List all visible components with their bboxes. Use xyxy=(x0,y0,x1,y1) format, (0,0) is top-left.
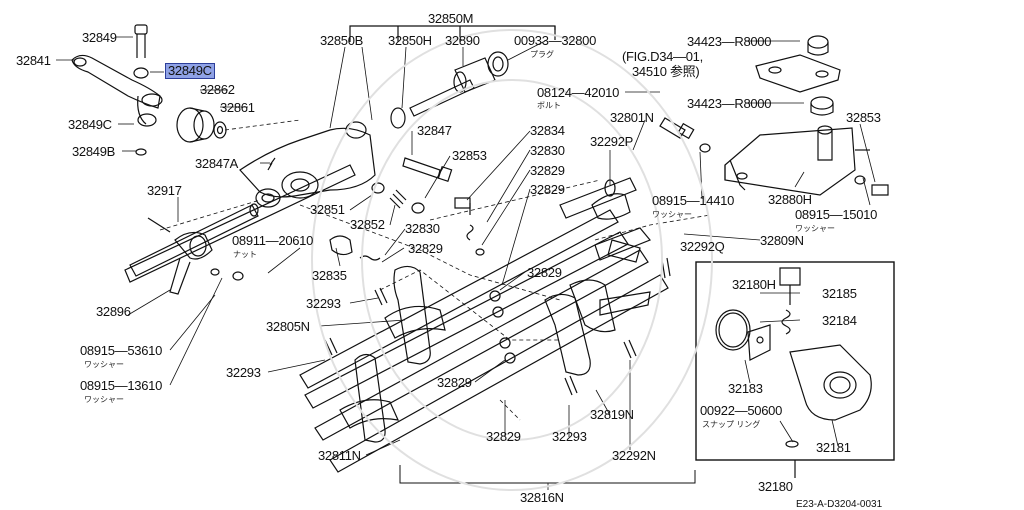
selector-shaft xyxy=(129,203,259,295)
watermark xyxy=(311,29,713,491)
label-32847: 32847 xyxy=(417,123,452,138)
label-32853-mid: 32853 xyxy=(452,148,487,163)
label-32849: 32849 xyxy=(82,30,117,45)
inset-parts xyxy=(715,267,872,448)
label-32830-b: 32830 xyxy=(405,221,440,236)
label-32847A: 32847A xyxy=(195,156,239,171)
fig-ref-a: (FIG.D34—01, xyxy=(622,49,703,64)
plug-parts xyxy=(390,51,509,129)
label-00933-32800: 00933—32800 xyxy=(514,33,596,48)
label-32829-a: 32829 xyxy=(530,163,565,178)
leader-lines xyxy=(56,36,876,490)
label-32861: 32861 xyxy=(220,100,255,115)
reference-lines xyxy=(159,119,711,421)
label-32850H: 32850H xyxy=(388,33,432,48)
label-34423-R8000-b: 34423—R8000 xyxy=(687,96,772,111)
sub-washer-15010: ワッシャー xyxy=(795,224,835,233)
label-32850B: 32850B xyxy=(320,33,364,48)
label-08124-42010: 08124—42010 xyxy=(537,85,619,100)
label-08915-13610: 08915—13610 xyxy=(80,378,162,393)
label-32293-b: 32293 xyxy=(226,365,261,380)
label-32184: 32184 xyxy=(822,313,857,328)
label-32181: 32181 xyxy=(816,440,851,455)
label-32851: 32851 xyxy=(310,202,345,217)
label-32853-right: 32853 xyxy=(846,110,881,125)
fork-rods xyxy=(299,177,669,473)
label-32816N: 32816N xyxy=(520,490,564,505)
label-32917: 32917 xyxy=(147,183,182,198)
fig-ref-b: 34510 参照) xyxy=(632,64,700,79)
label-32292N: 32292N xyxy=(612,448,656,463)
sub-plug: プラグ xyxy=(530,50,554,59)
label-08915-53610: 08915—53610 xyxy=(80,343,162,358)
label-32180H: 32180H xyxy=(732,277,776,292)
label-32829-e: 32829 xyxy=(437,375,472,390)
shift-forks xyxy=(339,265,651,443)
bracket-32880H xyxy=(724,125,870,196)
label-32852: 32852 xyxy=(350,217,385,232)
label-32849B: 32849B xyxy=(72,144,116,159)
label-32292P: 32292P xyxy=(590,134,634,149)
sub-bolt: ボルト xyxy=(537,101,561,110)
label-32862: 32862 xyxy=(200,82,235,97)
label-32834: 32834 xyxy=(530,123,565,138)
label-32829-f: 32829 xyxy=(486,429,521,444)
label-32849C-selected[interactable]: 32849C xyxy=(165,63,215,79)
label-32809N: 32809N xyxy=(760,233,804,248)
label-32880H: 32880H xyxy=(768,192,812,207)
sub-washer-13610: ワッシャー xyxy=(84,395,124,404)
label-08915-15010: 08915—15010 xyxy=(795,207,877,222)
label-32293-c: 32293 xyxy=(552,429,587,444)
label-32293-a: 32293 xyxy=(306,296,341,311)
label-08911-20610: 08911—20610 xyxy=(232,233,314,248)
label-32829-d: 32829 xyxy=(527,265,562,280)
label-32811N: 32811N xyxy=(318,448,361,463)
sub-snap-ring: スナップ リング xyxy=(702,420,761,429)
shift-lever xyxy=(71,24,163,156)
diagram-code: E23-A-D3204-0031 xyxy=(796,499,883,510)
sub-nut: ナット xyxy=(233,250,257,259)
label-32896: 32896 xyxy=(96,304,131,319)
label-32801N: 32801N xyxy=(610,110,654,125)
detent-balls xyxy=(489,290,516,364)
label-32829-c: 32829 xyxy=(408,241,443,256)
label-32185: 32185 xyxy=(822,286,857,301)
label-32841: 32841 xyxy=(16,53,51,68)
sub-washer-14410: ワッシャー xyxy=(652,210,692,219)
label-32890: 32890 xyxy=(445,33,480,48)
label-32850M: 32850M xyxy=(428,11,474,26)
label-00922-50600: 00922—50600 xyxy=(700,403,782,418)
mount-plate xyxy=(755,35,841,116)
label-32180: 32180 xyxy=(758,479,793,494)
label-32835: 32835 xyxy=(312,268,347,283)
bracket-32850M xyxy=(349,25,556,42)
label-32183: 32183 xyxy=(728,381,763,396)
label-32292Q: 32292Q xyxy=(680,239,725,254)
label-34423-R8000-a: 34423—R8000 xyxy=(687,34,772,49)
inset-box xyxy=(695,261,895,461)
bolts-right xyxy=(659,117,889,196)
check-bolts xyxy=(329,157,485,261)
label-32819N: 32819N xyxy=(590,407,634,422)
label-32805N: 32805N xyxy=(266,319,310,334)
label-32849C: 32849C xyxy=(68,117,112,132)
label-08915-14410: 08915—14410 xyxy=(652,193,734,208)
bushing xyxy=(176,107,227,143)
label-32829-b: 32829 xyxy=(530,182,565,197)
sub-washer-53610: ワッシャー xyxy=(84,360,124,369)
label-32830-a: 32830 xyxy=(530,143,565,158)
